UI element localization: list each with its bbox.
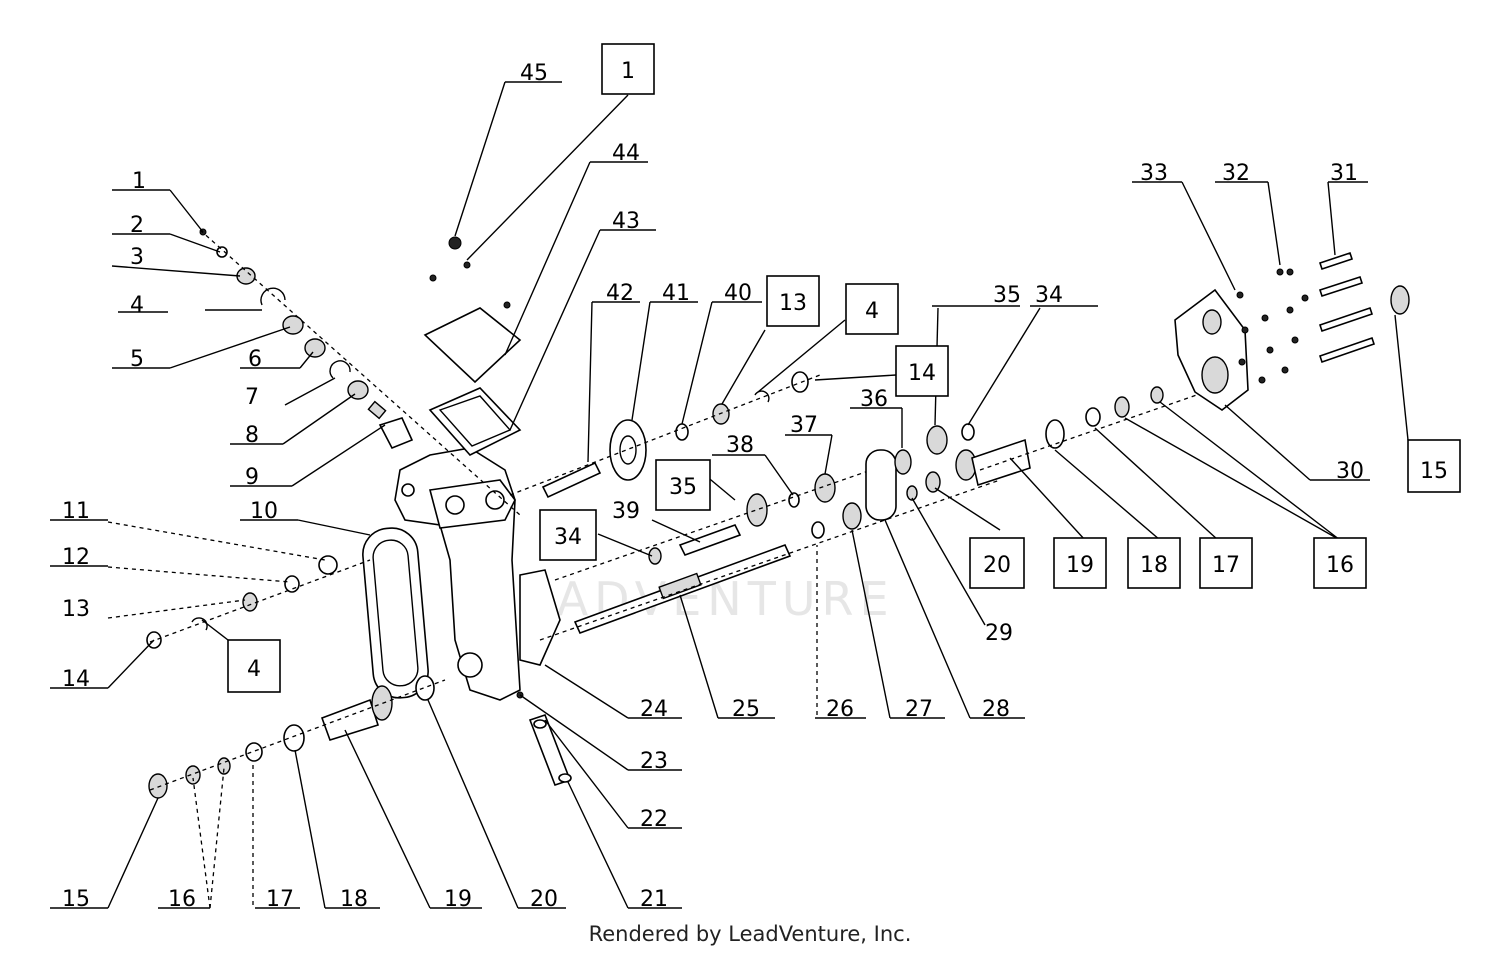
callout-8: 8: [245, 423, 259, 448]
callout-44: 44: [612, 141, 640, 166]
boxed-callout-1: 1: [621, 59, 635, 84]
callout-19: 19: [444, 887, 472, 912]
callout-14: 14: [62, 667, 90, 692]
boxed-callout-17: 17: [1212, 553, 1240, 578]
gear-case-housing: [394, 447, 561, 701]
callout-29: 29: [985, 621, 1013, 646]
boxed-callout-16: 16: [1326, 553, 1354, 578]
callout-35: 35: [993, 283, 1021, 308]
boxed-callout-18: 18: [1140, 553, 1168, 578]
render-credit: Rendered by LeadVenture, Inc.: [588, 922, 912, 946]
callout-25: 25: [732, 697, 760, 722]
callout-32: 32: [1222, 161, 1250, 186]
cover-gasket: [428, 387, 522, 456]
sprocket: [318, 555, 338, 575]
callout-20: 20: [530, 887, 558, 912]
callout-40: 40: [724, 281, 752, 306]
lower-axle-group: [148, 675, 435, 799]
callout-23: 23: [640, 749, 668, 774]
callout-31: 31: [1330, 161, 1358, 186]
callout-2: 2: [130, 213, 144, 238]
callout-42: 42: [606, 281, 634, 306]
chain-28: [865, 449, 897, 521]
callout-26: 26: [826, 697, 854, 722]
callout-27: 27: [905, 697, 933, 722]
cover-bolts: [1236, 251, 1376, 384]
callout-38: 38: [726, 433, 754, 458]
input-shaft-parts: [199, 228, 414, 450]
callout-10: 10: [250, 499, 278, 524]
callout-39: 39: [612, 499, 640, 524]
callout-18: 18: [340, 887, 368, 912]
gear-35: [746, 493, 768, 527]
boxed-callout-4-left: 4: [247, 657, 261, 682]
leader-lines: [50, 81, 1409, 909]
callout-36: 36: [860, 387, 888, 412]
callout-37: 37: [790, 413, 818, 438]
shaft-39: [678, 524, 742, 556]
callout-1: 1: [132, 169, 146, 194]
callout-41: 41: [662, 281, 690, 306]
callout-43: 43: [612, 209, 640, 234]
boxed-callout-4-top: 4: [865, 299, 879, 324]
right-oil-seal: [1390, 285, 1410, 315]
callout-6: 6: [248, 347, 262, 372]
callout-17: 17: [266, 887, 294, 912]
callout-21: 21: [640, 887, 668, 912]
callout-33: 33: [1140, 161, 1168, 186]
callout-15: 15: [62, 887, 90, 912]
callout-5: 5: [130, 347, 144, 372]
top-cover-plate: [423, 307, 522, 384]
drive-chain: [362, 527, 429, 699]
snap-ring: [191, 617, 208, 631]
callout-24: 24: [640, 697, 668, 722]
boxed-callout-13: 13: [779, 291, 807, 316]
intermediate-shaft: [541, 461, 602, 499]
bushing: [284, 575, 300, 593]
callout-16: 16: [168, 887, 196, 912]
boxed-callout-14: 14: [908, 361, 936, 386]
callout-9: 9: [245, 465, 259, 490]
boxed-callout-15: 15: [1420, 459, 1448, 484]
bearing: [242, 592, 258, 612]
screw: [463, 261, 471, 269]
screw: [503, 301, 511, 309]
callout-4: 4: [130, 293, 144, 318]
spur-gear: [609, 419, 647, 481]
callout-22: 22: [640, 807, 668, 832]
boxed-callout-35: 35: [669, 475, 697, 500]
fill-plug: [448, 236, 462, 250]
callout-7: 7: [245, 385, 259, 410]
callout-3: 3: [130, 245, 144, 270]
callout-12: 12: [62, 545, 90, 570]
boxed-callout-19: 19: [1066, 553, 1094, 578]
screw: [429, 274, 437, 282]
boxed-callout-20: 20: [983, 553, 1011, 578]
callout-11: 11: [62, 499, 90, 524]
callout-28: 28: [982, 697, 1010, 722]
callout-labels: 45 44 43 42 41 40 1 2 3 4 5 6 7 8 9 10 1…: [62, 61, 1364, 912]
boxed-callout-34: 34: [554, 525, 582, 550]
callout-13: 13: [62, 597, 90, 622]
callout-34: 34: [1035, 283, 1063, 308]
callout-45: 45: [520, 61, 548, 86]
boxed-callouts: 1 13 4 14 15 16 17 18 19 20 35 34 4: [227, 43, 1461, 693]
side-cover: [1174, 288, 1249, 411]
callout-30: 30: [1336, 459, 1364, 484]
